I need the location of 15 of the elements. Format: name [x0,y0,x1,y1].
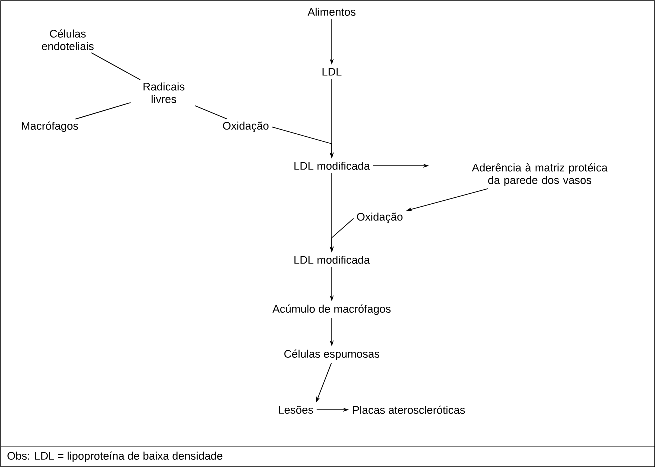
node-label: Aderência à matriz protéica da parede dos vasos [472,164,608,186]
node-label: Acúmulo de macrófagos [272,304,391,316]
node-label: Lesões [279,406,314,414]
node-label: Células espumosas [284,350,380,360]
node-label: Macrófagos [22,122,78,132]
node-label: LDL [322,68,342,76]
node-label: Placas ateroscleróticas [353,406,466,414]
node-label: Oxidação [357,212,403,224]
node-label: Alimentos [308,8,356,16]
node-label: LDL modificada [294,162,370,170]
note: Obs: LDL = lipoproteína de baixa densidade [8,452,223,462]
node-label: LDL modificada [294,256,370,264]
node-label: Radicais livres [144,82,185,104]
node-label: Células endoteliais [42,30,94,50]
node-label: Oxidação [223,122,269,132]
